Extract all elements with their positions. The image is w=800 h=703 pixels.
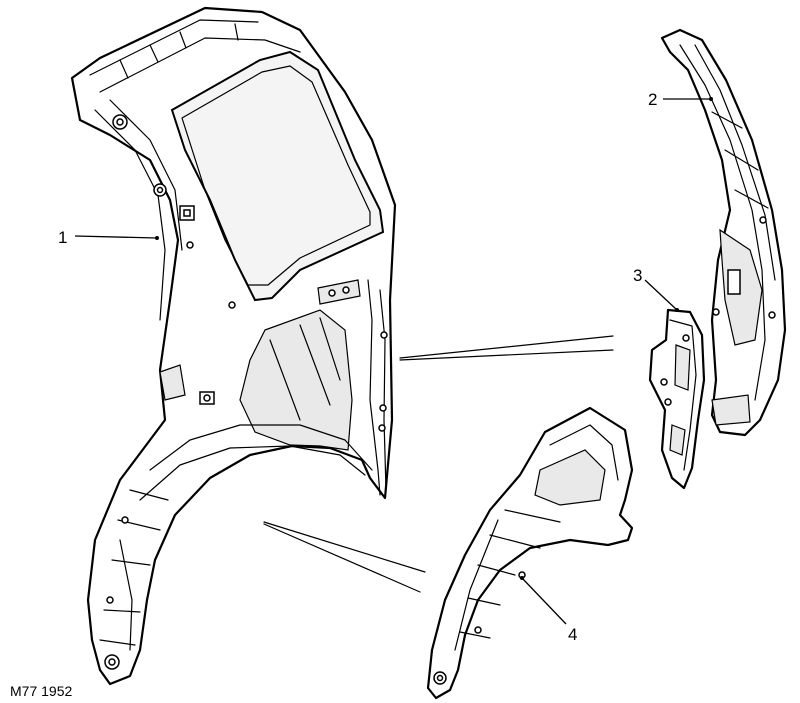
part-1-inner-body-side-panel xyxy=(70,6,397,686)
callout-1: 1 xyxy=(58,228,67,247)
callout-leaders xyxy=(74,97,713,625)
assembly-direction-lines xyxy=(263,335,614,593)
leader-4-dot xyxy=(520,576,524,580)
callout-3: 3 xyxy=(633,266,642,285)
part-2-rear-pillar-panel xyxy=(660,28,787,437)
leader-1-dot xyxy=(155,236,159,240)
leader-3-dot xyxy=(675,308,679,312)
callout-4: 4 xyxy=(568,625,577,644)
leader-4 xyxy=(521,577,567,625)
part-3-reinforcement-bracket xyxy=(648,308,706,490)
leader-1 xyxy=(74,235,158,239)
leader-2-dot xyxy=(709,97,713,101)
figure-reference: M77 1952 xyxy=(10,683,72,699)
part-4-wheel-arch-liner xyxy=(426,406,634,700)
leader-3 xyxy=(644,279,678,311)
callout-2: 2 xyxy=(648,90,657,109)
